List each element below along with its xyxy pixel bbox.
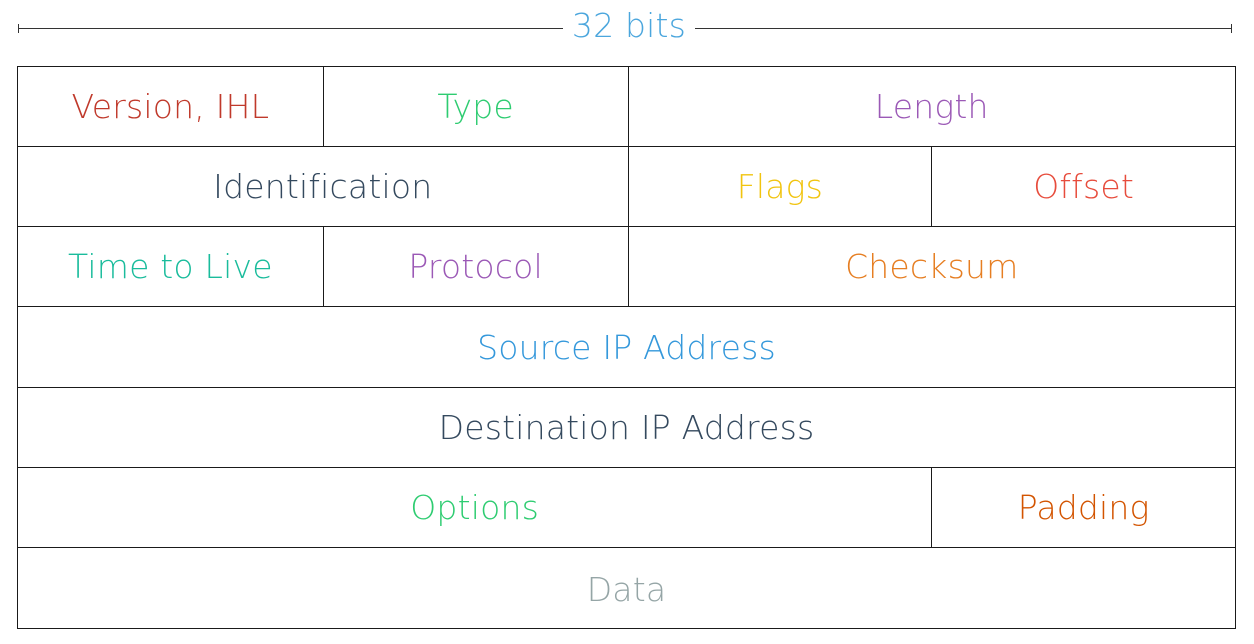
field-destination-ip-address: Destination IP Address: [438, 408, 815, 447]
ipv4-header-diagram: Version, IHL Type Length Identification …: [17, 66, 1236, 629]
field-protocol: Protocol: [322, 227, 628, 306]
header-row-6: Options Padding: [18, 468, 1235, 548]
width-indicator: 32 bits: [0, 0, 1254, 56]
width-indicator-label: 32 bits: [571, 6, 687, 45]
field-source-ip-address: Source IP Address: [477, 328, 776, 367]
header-row-5: Destination IP Address: [18, 388, 1235, 468]
field-checksum: Checksum: [627, 227, 1236, 306]
header-row-3: Time to Live Protocol Checksum: [18, 227, 1235, 307]
field-time-to-live: Time to Live: [68, 247, 273, 286]
field-type: Type: [322, 67, 628, 146]
width-indicator-right-cap: [1231, 24, 1232, 33]
field-version-ihl: Version, IHL: [71, 87, 270, 126]
field-identification: Identification: [213, 167, 433, 206]
field-options: Options: [410, 488, 539, 527]
width-indicator-left-line: [18, 28, 563, 29]
header-row-2: Identification Flags Offset: [18, 147, 1235, 227]
field-offset: Offset: [931, 147, 1235, 226]
field-data: Data: [586, 569, 667, 609]
field-length: Length: [627, 67, 1236, 146]
header-row-1: Version, IHL Type Length: [18, 67, 1235, 147]
width-indicator-right-line: [695, 28, 1232, 29]
header-row-7: Data: [18, 549, 1235, 629]
header-row-4: Source IP Address: [18, 308, 1235, 388]
field-padding: Padding: [931, 468, 1235, 547]
field-flags: Flags: [627, 147, 932, 226]
